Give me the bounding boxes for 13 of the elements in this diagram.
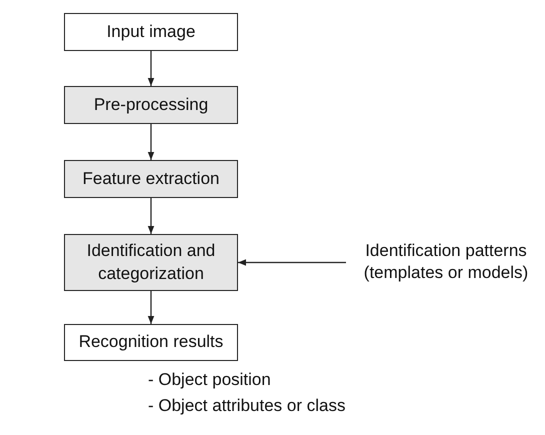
arrow [238,259,346,266]
result-note: - Object position [148,370,271,390]
result-note: - Object attributes or class [148,396,346,416]
process-box: Input image [64,13,238,51]
arrow [148,124,154,160]
process-box: Pre-processing [64,86,238,124]
arrow [148,51,154,86]
process-box: Recognition results [64,324,238,361]
process-box: Feature extraction [64,160,238,198]
process-box: Identification and categorization [64,234,238,291]
pattern-label: Identification patterns (templates or models) [350,240,542,284]
arrow [148,291,154,324]
arrow [148,198,154,234]
